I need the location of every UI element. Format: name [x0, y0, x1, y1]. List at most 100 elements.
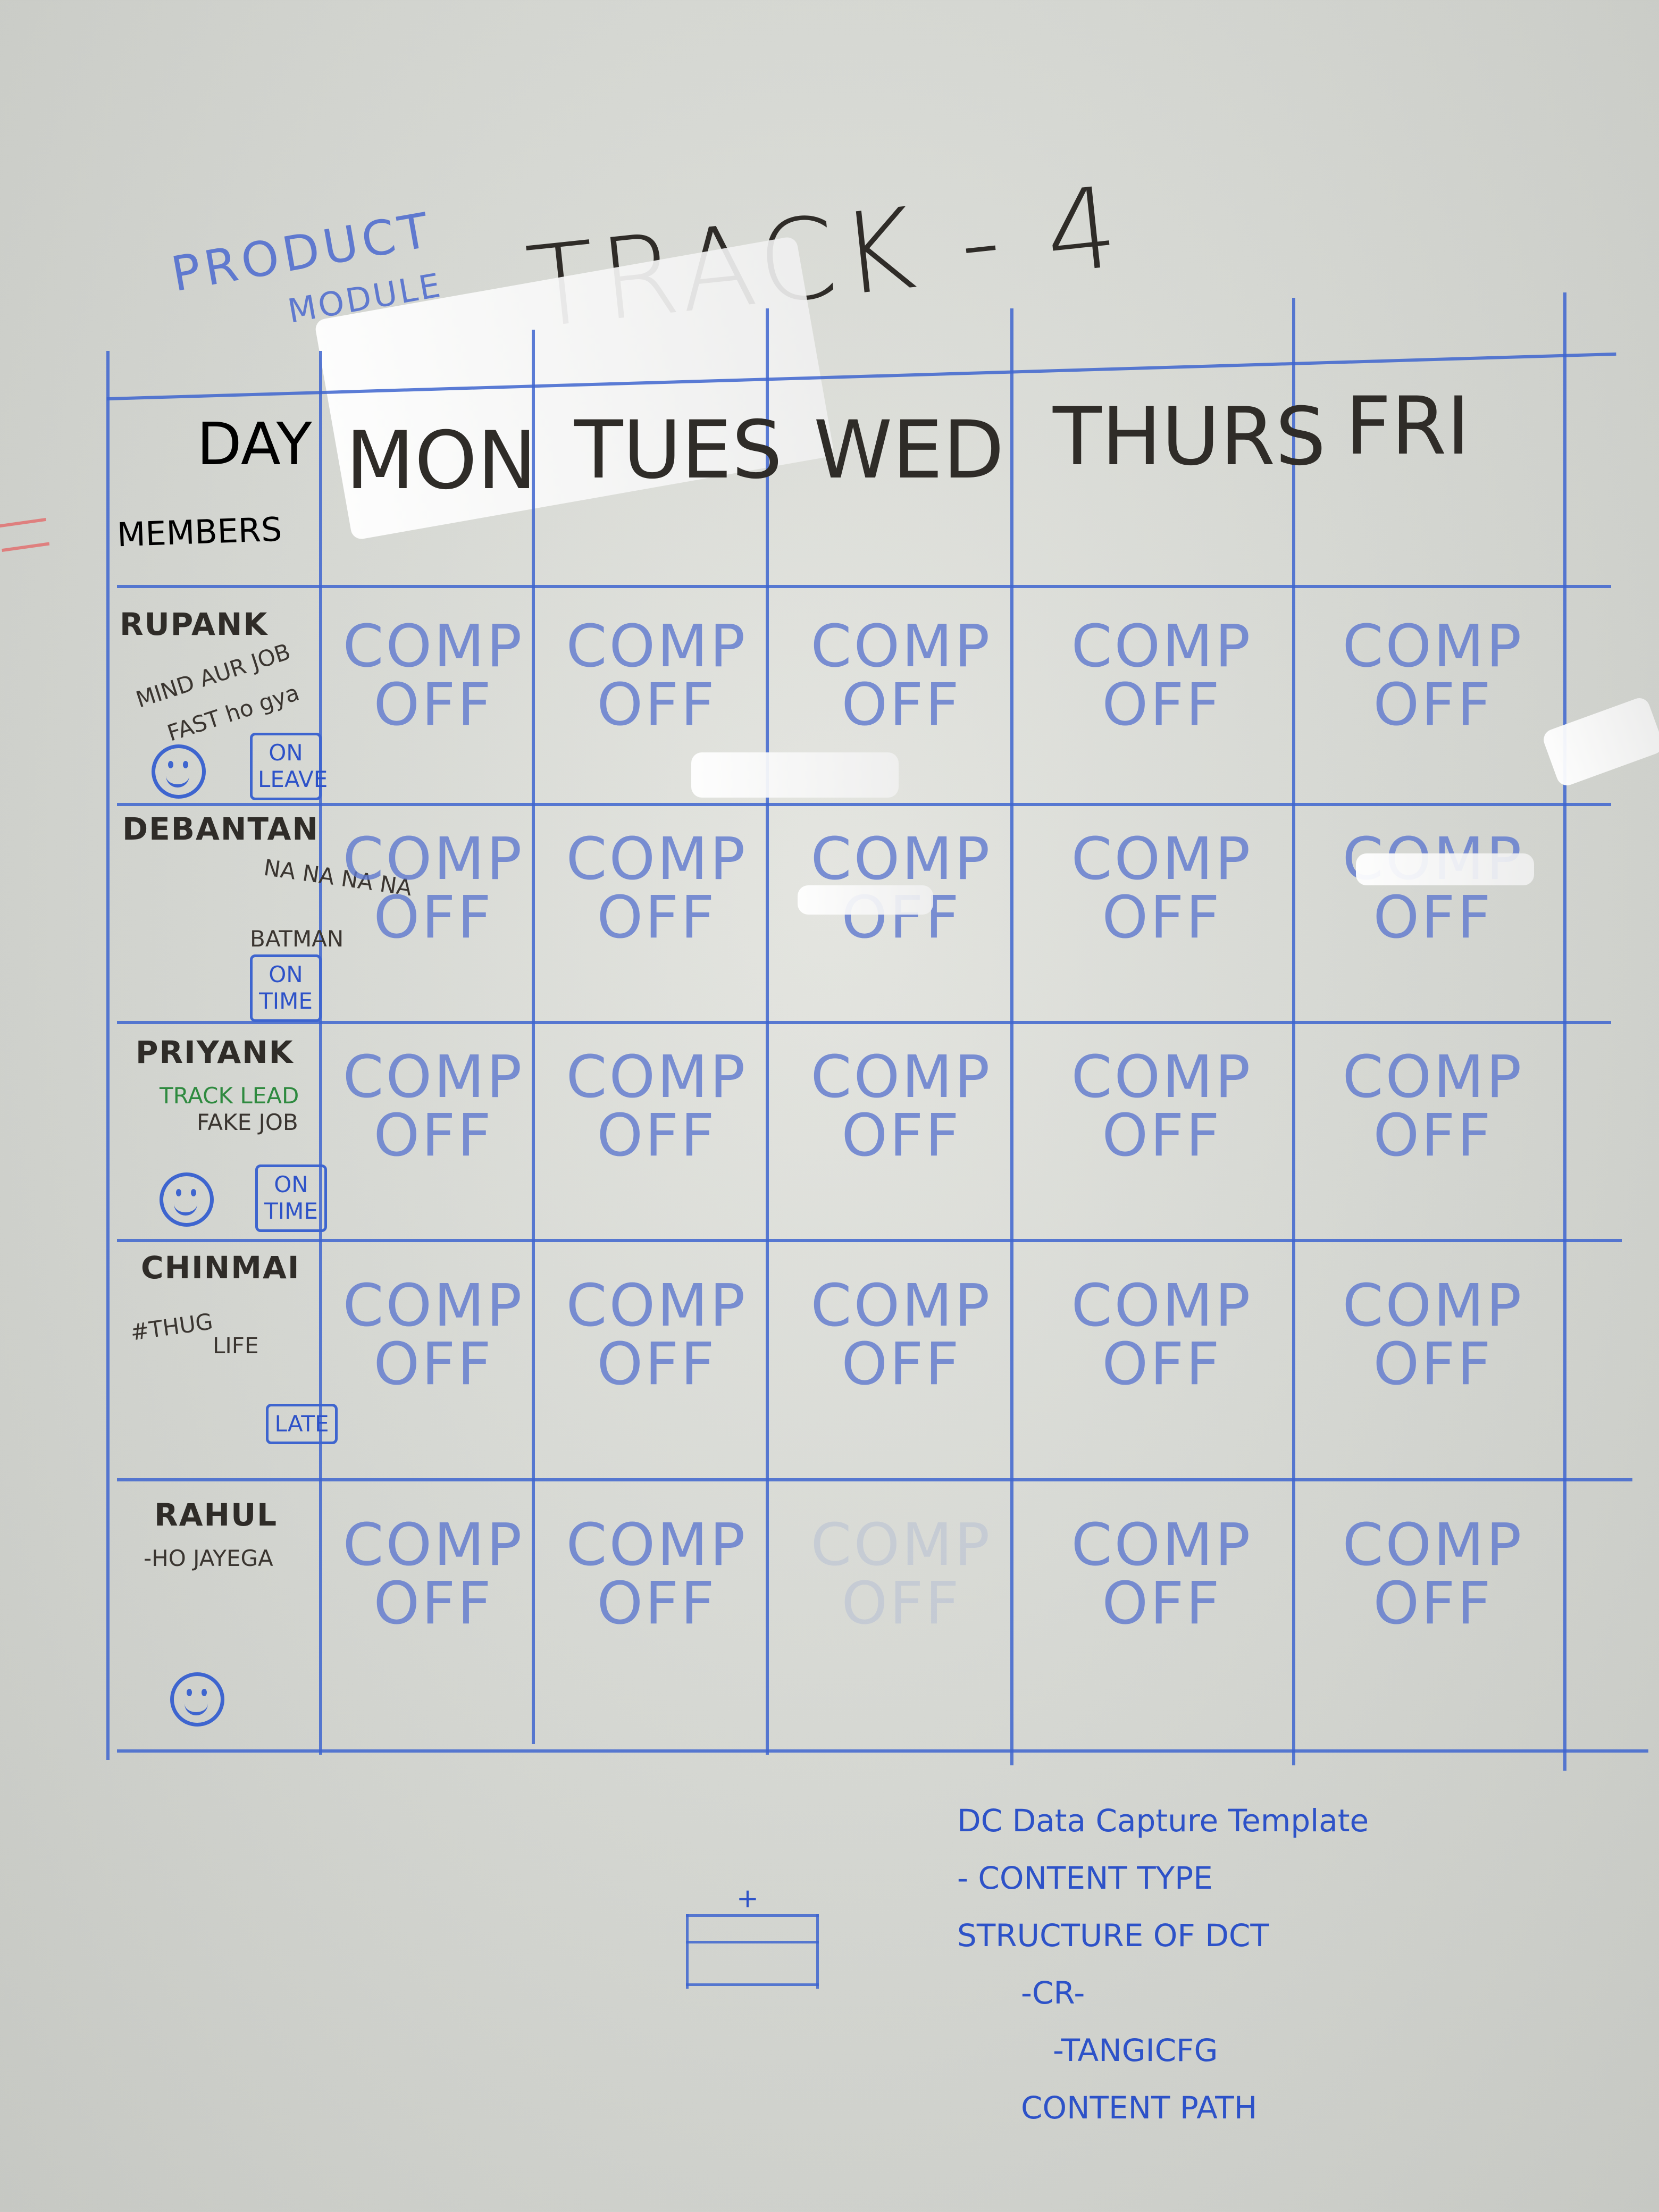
cell-text-top: COMP: [566, 1043, 748, 1111]
member-note: -HO JAYEGA: [144, 1545, 273, 1571]
note-line: -CR-: [1021, 1975, 1085, 2011]
note-line: -TANGICFG: [1053, 2032, 1218, 2068]
bottom-sketch-line: [686, 1983, 819, 1986]
cell-text-bottom: OFF: [373, 671, 493, 739]
smiley-icon: [152, 744, 206, 799]
cell-text-bottom: OFF: [373, 1569, 493, 1637]
grid-line: [117, 1239, 1622, 1242]
header-members: MEMBERS: [116, 509, 283, 555]
cell-text-bottom: OFF: [841, 1330, 961, 1398]
grid-line: [766, 308, 769, 1755]
cell-text-top: COMP: [342, 612, 524, 680]
day-thurs: THURS: [1053, 391, 1326, 483]
cell-text-top: COMP: [566, 1511, 748, 1579]
day-tues: TUES: [574, 404, 783, 497]
note-line: - CONTENT TYPE: [957, 1860, 1213, 1896]
grid-line: [1292, 298, 1295, 1765]
cell-text-bottom: OFF: [841, 671, 961, 739]
cell-text-bottom: OFF: [373, 883, 493, 951]
light-reflection: [798, 885, 933, 915]
grid-line: [319, 351, 322, 1755]
bottom-sketch-line: [686, 1941, 819, 1943]
member-note: BATMAN: [250, 926, 344, 952]
cell-text-top: COMP: [566, 1271, 748, 1339]
cell-text-top: COMP: [810, 1043, 992, 1111]
note-line: STRUCTURE OF DCT: [957, 1917, 1269, 1954]
member-note: LIFE: [213, 1333, 259, 1359]
cell-text-bottom: OFF: [597, 671, 717, 739]
cell-text-top: COMP: [1342, 612, 1524, 680]
cell-text-top: COMP: [1342, 1271, 1524, 1339]
cell-text-top: COMP: [1071, 1511, 1253, 1579]
day-fri: FRI: [1345, 380, 1470, 473]
cell-text-top: COMP: [1342, 1043, 1524, 1111]
cell-text-bottom: OFF: [597, 883, 717, 951]
header-day: DAY: [197, 410, 312, 478]
cell-text-top: COMP: [1071, 825, 1253, 893]
member-name: RAHUL: [154, 1497, 278, 1533]
cell-text-bottom: OFF: [1102, 1101, 1222, 1169]
grid-line: [117, 585, 1611, 588]
cell-text-top: COMP: [342, 825, 524, 893]
grid-line: [117, 1749, 1648, 1753]
cell-text-top: COMP: [566, 612, 748, 680]
bottom-sketch-line: [686, 1914, 819, 1917]
member-note: FAKE JOB: [197, 1109, 298, 1135]
note-line: CONTENT PATH: [1021, 2090, 1258, 2126]
cell-text-bottom: OFF: [597, 1101, 717, 1169]
schedule-grid: [106, 292, 1648, 1771]
day-wed: WED: [814, 404, 1004, 497]
cell-text-bottom: OFF: [1102, 1569, 1222, 1637]
cell-text-top: COMP: [1071, 612, 1253, 680]
cell-text-top: COMP: [342, 1511, 524, 1579]
cell-text-bottom: OFF: [841, 1569, 961, 1637]
day-mon: MON: [346, 415, 537, 507]
member-name: PRIYANK: [136, 1034, 294, 1070]
member-name: DEBANTAN: [122, 811, 319, 847]
grid-line: [532, 330, 535, 1744]
cell-text-bottom: OFF: [597, 1569, 717, 1637]
grid-line: [106, 351, 110, 1760]
cell-text-top: COMP: [1342, 1511, 1524, 1579]
cell-text-bottom: OFF: [1102, 1330, 1222, 1398]
member-name: CHINMAI: [141, 1250, 300, 1286]
cell-text-bottom: OFF: [1373, 1330, 1493, 1398]
status-badge: LATE: [266, 1404, 338, 1445]
cell-text-top: COMP: [1071, 1043, 1253, 1111]
cell-text-bottom: OFF: [1373, 1569, 1493, 1637]
cell-text-top: COMP: [342, 1271, 524, 1339]
bottom-sketch-line: [816, 1914, 819, 1989]
cell-text-top: COMP: [810, 612, 992, 680]
grid-line: [117, 1478, 1632, 1481]
cell-text-bottom: OFF: [1373, 1101, 1493, 1169]
cell-text-bottom: OFF: [373, 1330, 493, 1398]
grid-line: [1010, 308, 1013, 1765]
note-line: DC Data Capture Template: [957, 1803, 1369, 1839]
cell-text-top: COMP: [810, 1511, 992, 1579]
status-badge: ON LEAVE: [250, 733, 328, 800]
cell-text-bottom: OFF: [1102, 671, 1222, 739]
cell-text-top: COMP: [342, 1043, 524, 1111]
cell-text-top: COMP: [810, 825, 992, 893]
smiley-icon: [170, 1672, 224, 1727]
